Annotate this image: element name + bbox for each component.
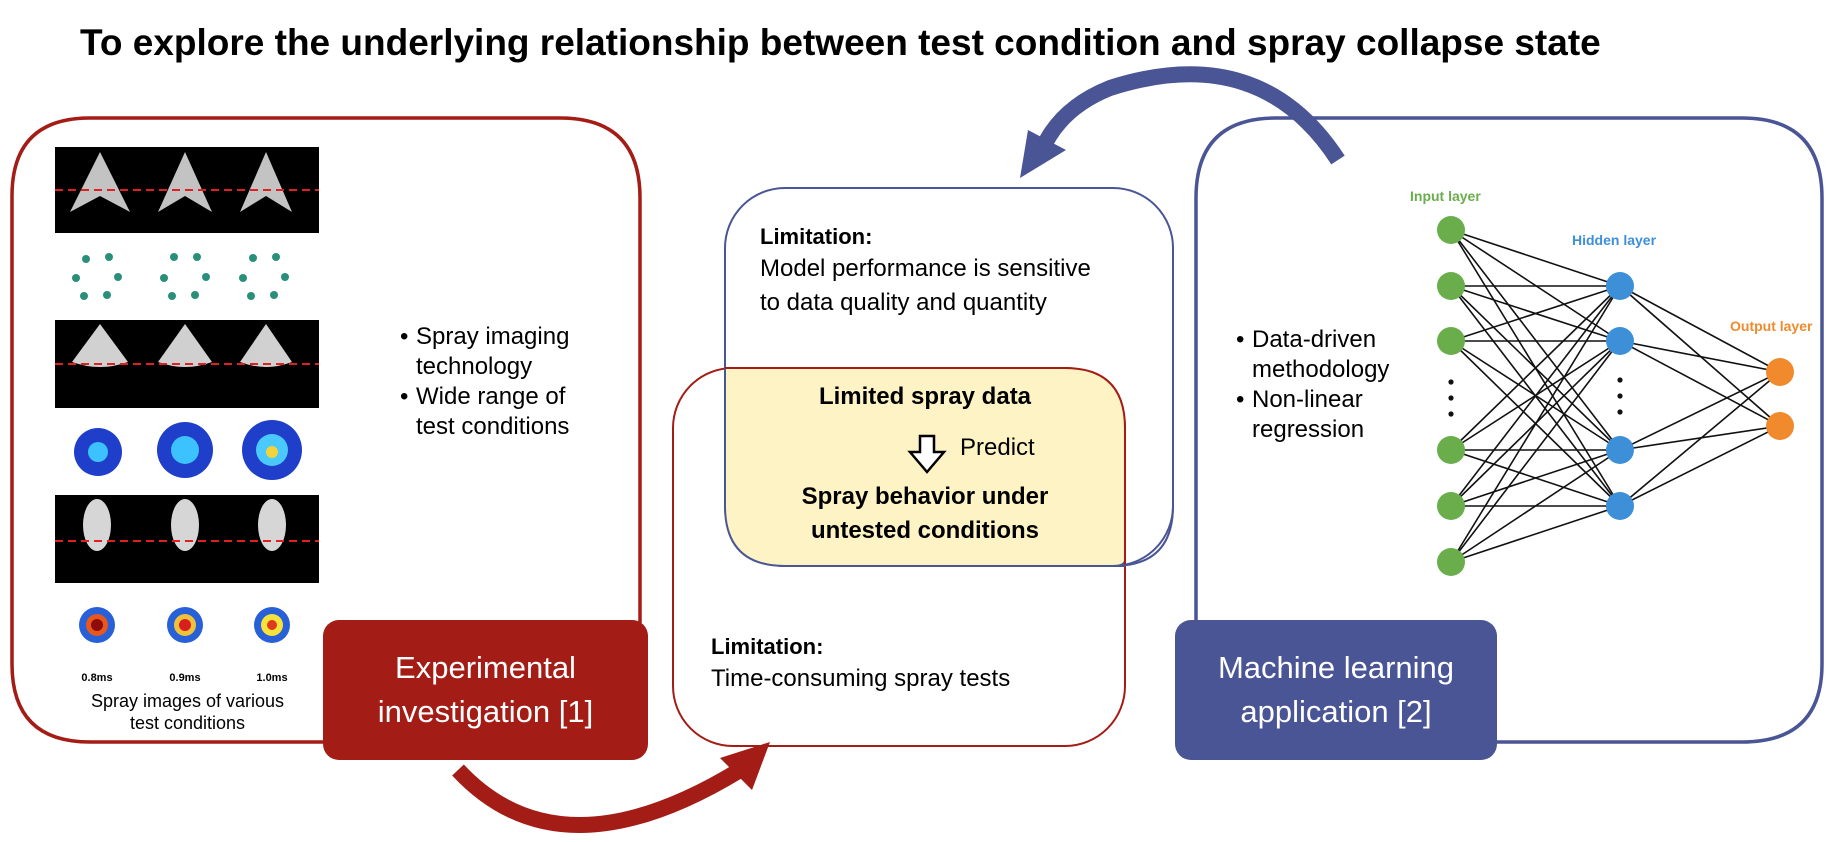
nn-connection <box>1619 340 1781 373</box>
limited-spray-data: Limited spray data <box>818 383 1032 410</box>
nn-connection <box>1450 229 1621 451</box>
nn-connection <box>1450 449 1621 507</box>
ellipsis-dot <box>1448 379 1454 385</box>
nn-connection <box>1619 425 1781 507</box>
input-node <box>1437 327 1465 355</box>
input-node <box>1437 548 1465 576</box>
hidden-node <box>1606 436 1634 464</box>
hidden-node <box>1606 327 1634 355</box>
bullet-item: Data-driven methodology <box>1236 325 1436 385</box>
hidden-node <box>1606 272 1634 300</box>
hidden-layer-label: Hidden layer <box>1572 232 1657 248</box>
input-node <box>1437 492 1465 520</box>
bullet-item: Non-linear regression <box>1236 385 1436 445</box>
experimental-bullets: Spray imaging technology Wide range of t… <box>400 322 650 442</box>
hidden-node <box>1606 492 1634 520</box>
ml-bullets: Data-driven methodology Non-linear regre… <box>1236 325 1436 445</box>
spray-hotspot <box>79 607 290 643</box>
output-node <box>1766 412 1794 440</box>
red-curved-arrow <box>452 763 745 833</box>
predict-label: Predict <box>960 434 1035 461</box>
time-label: 0.9ms <box>169 672 201 684</box>
nn-connection <box>1619 285 1781 373</box>
output-layer-label: Output layer <box>1730 318 1813 334</box>
spray-images-caption: Spray images of various test conditions <box>90 691 285 733</box>
input-node <box>1437 436 1465 464</box>
input-node <box>1437 272 1465 300</box>
spray-image-panel <box>55 147 319 643</box>
nn-connection <box>1619 371 1781 507</box>
nn-connection <box>1450 505 1621 563</box>
bullet-item: Wide range of test conditions <box>400 382 650 442</box>
spray-plume-ring <box>72 253 289 300</box>
ellipsis-dot <box>1448 411 1454 417</box>
predict-arrow-icon <box>907 434 947 474</box>
nn-connection <box>1450 285 1621 451</box>
machine-learning-application-label: Machine learning application [2] <box>1175 620 1497 760</box>
experimental-frame <box>10 116 642 744</box>
ml-frame <box>1194 116 1824 744</box>
nn-connection <box>1619 371 1781 451</box>
spray-behavior-untested: Spray behavior under untested conditions <box>801 483 1049 544</box>
nn-connection <box>1450 340 1621 563</box>
limitation-heading: Limitation: <box>760 224 873 249</box>
bullet-item: Spray imaging technology <box>400 322 650 382</box>
red-arrowhead <box>720 742 770 790</box>
nn-connection <box>1619 340 1781 427</box>
ellipsis-dot <box>1617 393 1623 399</box>
input-layer-label: Input layer <box>1410 188 1481 204</box>
nn-connection <box>1450 229 1621 287</box>
ellipsis-dot <box>1617 409 1623 415</box>
ellipsis-dot <box>1448 395 1454 401</box>
limitation-heading: Limitation: <box>711 634 824 659</box>
ellipsis-dot <box>1617 377 1623 383</box>
spray-cross-section <box>74 420 302 480</box>
nn-connection <box>1450 285 1621 507</box>
limitation-ml-text: Limitation: Model performance is sensiti… <box>760 222 1160 320</box>
page-title: To explore the underlying relationship b… <box>80 22 1601 63</box>
nn-connection <box>1450 449 1621 563</box>
nn-connection <box>1450 285 1621 342</box>
neural-network <box>1437 216 1794 576</box>
time-label: 0.8ms <box>81 672 113 684</box>
limitation-exp-text: Limitation: Time-consuming spray tests <box>711 632 1111 696</box>
time-label: 1.0ms <box>256 672 288 684</box>
nn-connection <box>1450 285 1621 563</box>
input-node <box>1437 216 1465 244</box>
blue-arrowhead <box>1020 130 1066 178</box>
blue-curved-arrow <box>1034 66 1345 165</box>
output-node <box>1766 358 1794 386</box>
spray-cone-image <box>70 152 292 212</box>
experimental-investigation-label: Experimental investigation [1] <box>323 620 648 760</box>
